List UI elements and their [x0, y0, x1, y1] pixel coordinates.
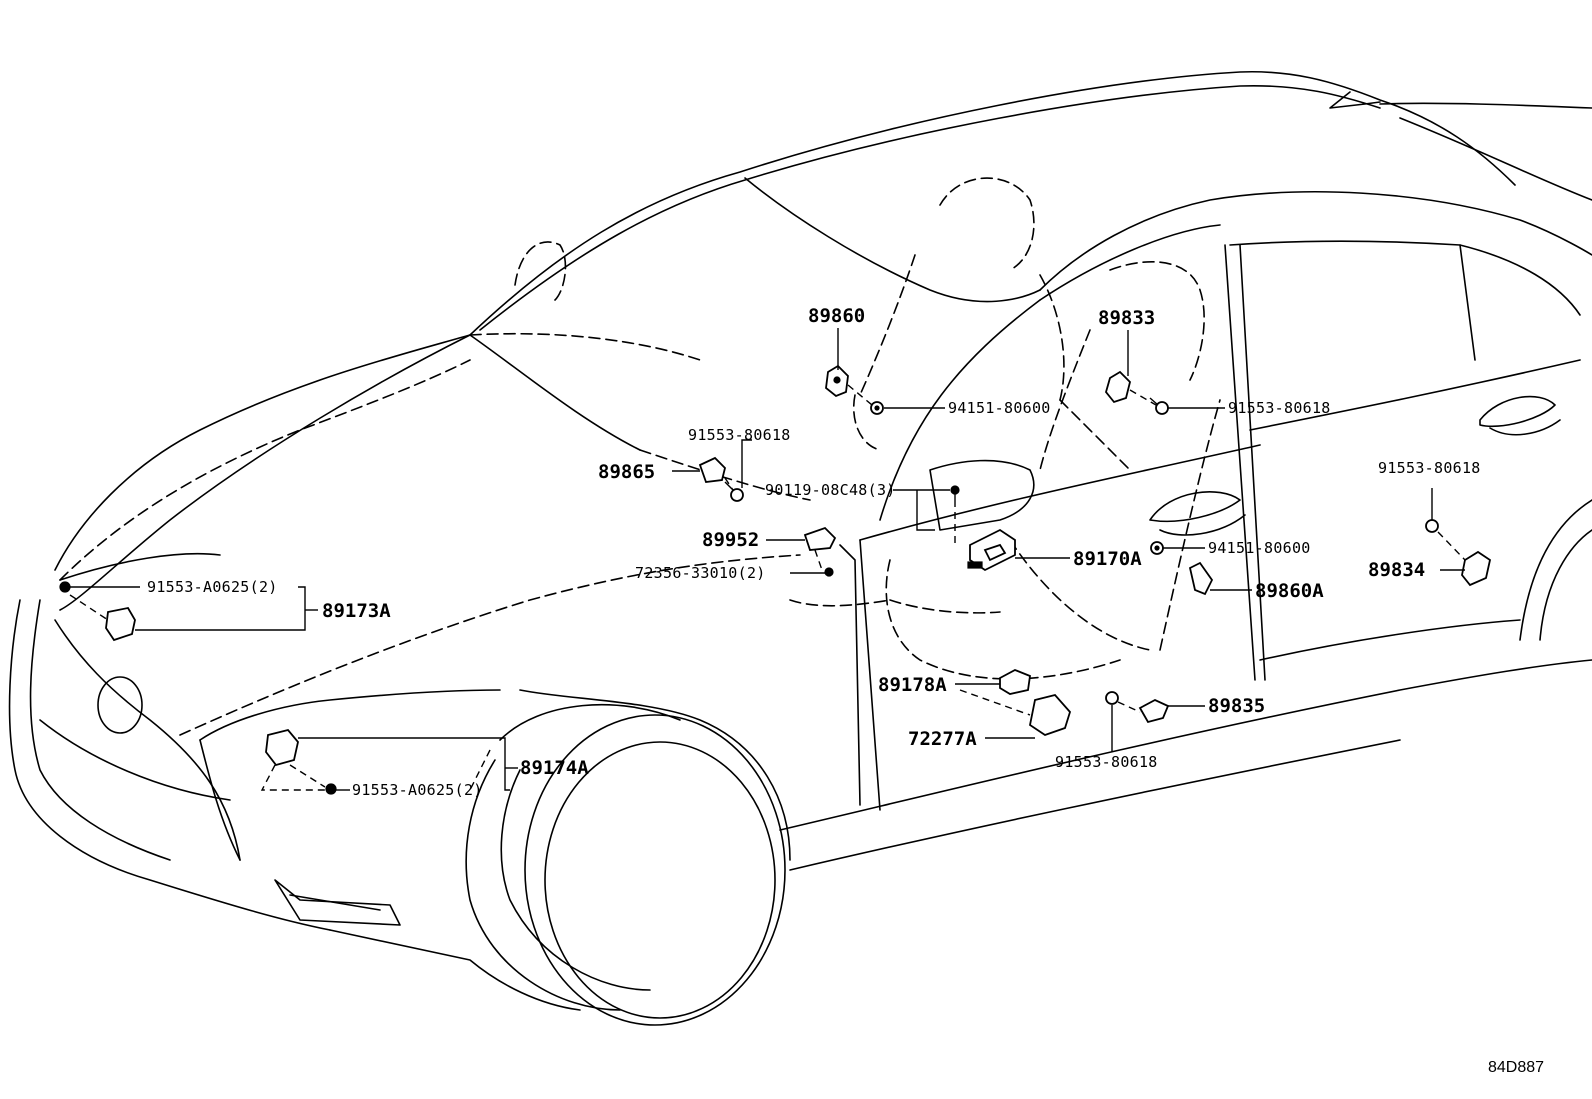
label-91553-A0625-a: 91553-A0625(2)	[147, 578, 278, 596]
bolt-91553-80618-b	[724, 481, 744, 502]
label-89833: 89833	[1098, 307, 1155, 329]
label-91553-A0625-b: 91553-A0625(2)	[352, 781, 483, 799]
interior-seats	[59, 177, 1221, 736]
label-72277A: 72277A	[908, 728, 977, 750]
label-91553-80618-c: 91553-80618	[1378, 459, 1481, 477]
sensor-89174A	[265, 728, 299, 767]
label-91553-80618-d: 91553-80618	[1055, 753, 1158, 771]
sensor-89860A	[1188, 561, 1214, 596]
bolt-91553-A0625-a	[59, 581, 71, 593]
sensor-89952	[803, 526, 837, 551]
label-89170A: 89170A	[1073, 548, 1142, 570]
car-outline	[8, 70, 1592, 1026]
airbag-ecu-89170A	[967, 528, 1016, 572]
label-94151-80600-a: 94151-80600	[948, 399, 1051, 417]
diagram-code: 84D887	[1488, 1059, 1544, 1076]
label-94151-80600-b: 94151-80600	[1208, 539, 1311, 557]
label-89173A: 89173A	[322, 600, 391, 622]
label-91553-80618-a: 91553-80618	[1228, 399, 1331, 417]
label-90119-08C48: 90119-08C48(3)	[765, 481, 896, 499]
sensor-89835	[1138, 698, 1170, 724]
bolt-91553-A0625-b	[325, 783, 337, 795]
bolt-91553-80618-a	[1149, 397, 1169, 415]
leader-lines	[69, 328, 1466, 791]
label-89174A: 89174A	[520, 757, 589, 779]
part-labels: 89860 89833 94151-80600 91553-80618 9155…	[147, 305, 1544, 1076]
bolt-94151-a	[870, 401, 884, 415]
label-89860A: 89860A	[1255, 580, 1324, 602]
label-91553-80618-b: 91553-80618	[688, 426, 791, 444]
bolt-94151-b	[1150, 541, 1164, 555]
label-89952: 89952	[702, 529, 759, 551]
bolt-91553-80618-d	[1105, 691, 1119, 705]
label-89835: 89835	[1208, 695, 1265, 717]
label-89834: 89834	[1368, 559, 1425, 581]
sensor-89865	[698, 456, 726, 483]
sensor-89178A	[999, 669, 1031, 695]
label-89178A: 89178A	[878, 674, 947, 696]
sensor-89860	[825, 364, 849, 398]
label-72356-33010: 72356-33010(2)	[635, 564, 766, 582]
sensor-89173A	[105, 606, 136, 642]
sensor-89833	[1105, 370, 1131, 404]
sensor-89834	[1461, 550, 1492, 587]
label-89860: 89860	[808, 305, 865, 327]
sensor-72277A	[1028, 693, 1072, 736]
nut-72356	[824, 567, 834, 577]
label-89865: 89865	[598, 461, 655, 483]
bolt-90119	[950, 485, 960, 500]
bolt-91553-80618-c	[1425, 519, 1439, 533]
